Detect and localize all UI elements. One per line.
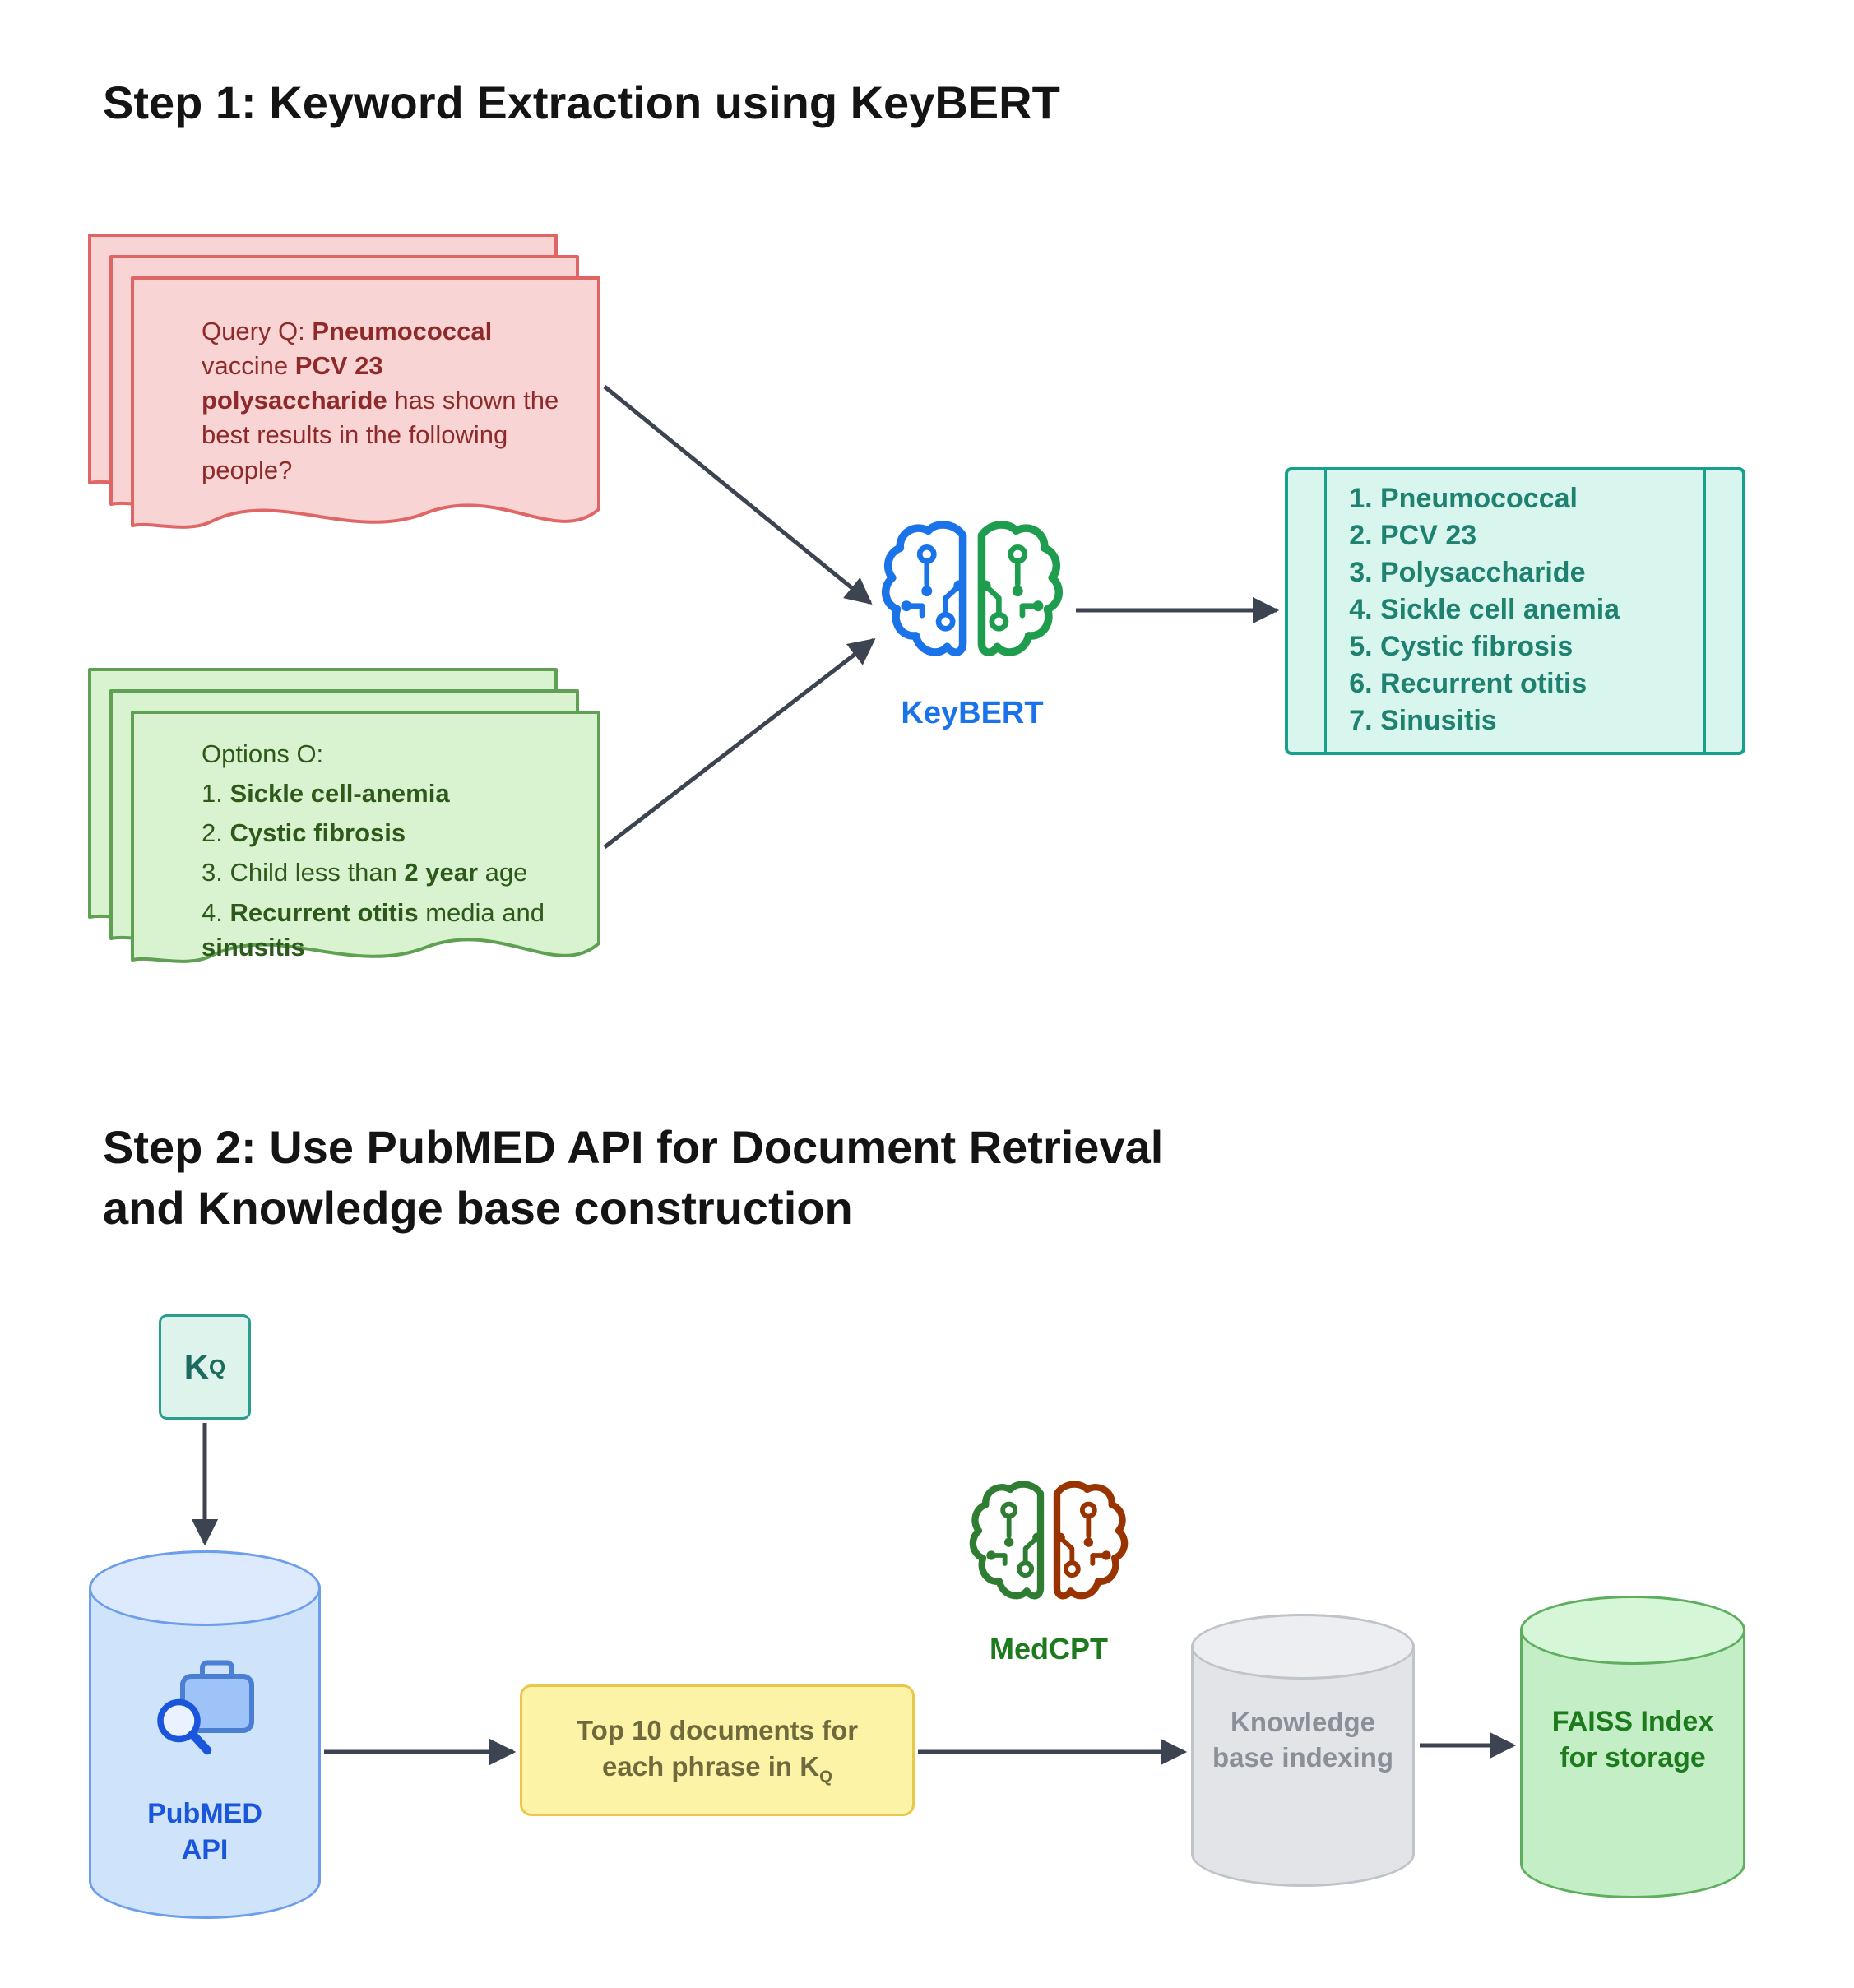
step2-title: Step 2: Use PubMED API for Document Retr… [103,1117,1163,1239]
kq-sub: Q [209,1354,226,1379]
result-box-right-rule [1703,470,1706,752]
keyword-item: Pneumococcal [1380,480,1742,517]
extracted-keywords-box: Pneumococcal PCV 23 Polysaccharide Sickl… [1285,467,1745,755]
kq-main: K [183,1347,210,1386]
medcpt-brain-circuit-icon [969,1481,1129,1600]
keyword-item: PCV 23 [1380,517,1742,554]
top10-documents-box: Top 10 documents for each phrase in KQ [520,1684,915,1816]
top10-label: Top 10 documents for each phrase in KQ [576,1714,859,1786]
keyword-item: Sickle cell anemia [1380,591,1742,628]
step2-title-line1: Step 2: Use PubMED API for Document Retr… [103,1121,1164,1173]
pubmed-label-line2: API [181,1834,229,1866]
pubmed-api-label: PubMED API [91,1796,318,1868]
keyword-item: Sinusitis [1380,702,1742,739]
cylinder-rim [1520,1596,1745,1665]
options-line: 1. Sickle cell-anemia [202,779,450,809]
keybert-label: KeyBERT [901,696,1044,730]
keyword-item: Recurrent otitis [1380,665,1742,702]
keybert-brain-circuit-icon [882,521,1063,656]
options-document-stack: Options O: 1. Sickle cell-anemia 2. Cyst… [86,666,654,1061]
options-line: 2. Cystic fibrosis [202,818,406,848]
pubmed-label-line1: PubMED [147,1798,262,1829]
document-shape-green [88,668,600,963]
pubmed-api-database: PubMED API [89,1550,321,1919]
step1-title: Step 1: Keyword Extraction using KeyBERT [103,76,1060,128]
step2-title-line2: and Knowledge base construction [103,1181,853,1234]
cylinder-rim [89,1550,321,1626]
query-text: Query Q: Pneumococcal vaccine PCV 23 pol… [202,317,559,484]
query-document-stack: Query Q: Pneumococcal vaccine PCV 23 pol… [86,232,654,619]
keywords-list: Pneumococcal PCV 23 Polysaccharide Sickl… [1288,480,1742,739]
document-shape-pink [88,234,600,529]
options-text: Options O: 1. Sickle cell-anemia 2. Cyst… [202,737,596,970]
faiss-index-label: FAISS Index for storage [1551,1706,1714,1774]
result-box-left-rule [1324,470,1327,752]
search-briefcase-icon [157,1660,254,1755]
knowledge-base-database: Knowledge base indexing [1191,1614,1415,1887]
options-line: 3. Child less than 2 year age [202,858,528,887]
options-line: Options O: [202,739,324,768]
keyword-item: Polysaccharide [1380,554,1742,591]
faiss-index-database: FAISS Index for storage [1520,1596,1745,1898]
medcpt-label: MedCPT [990,1632,1108,1666]
cylinder-rim [1191,1614,1415,1680]
knowledge-base-label: Knowledge base indexing [1212,1707,1394,1773]
options-line: 4. Recurrent otitis media and sinusitis [202,897,545,962]
keyword-item: Cystic fibrosis [1380,628,1742,665]
